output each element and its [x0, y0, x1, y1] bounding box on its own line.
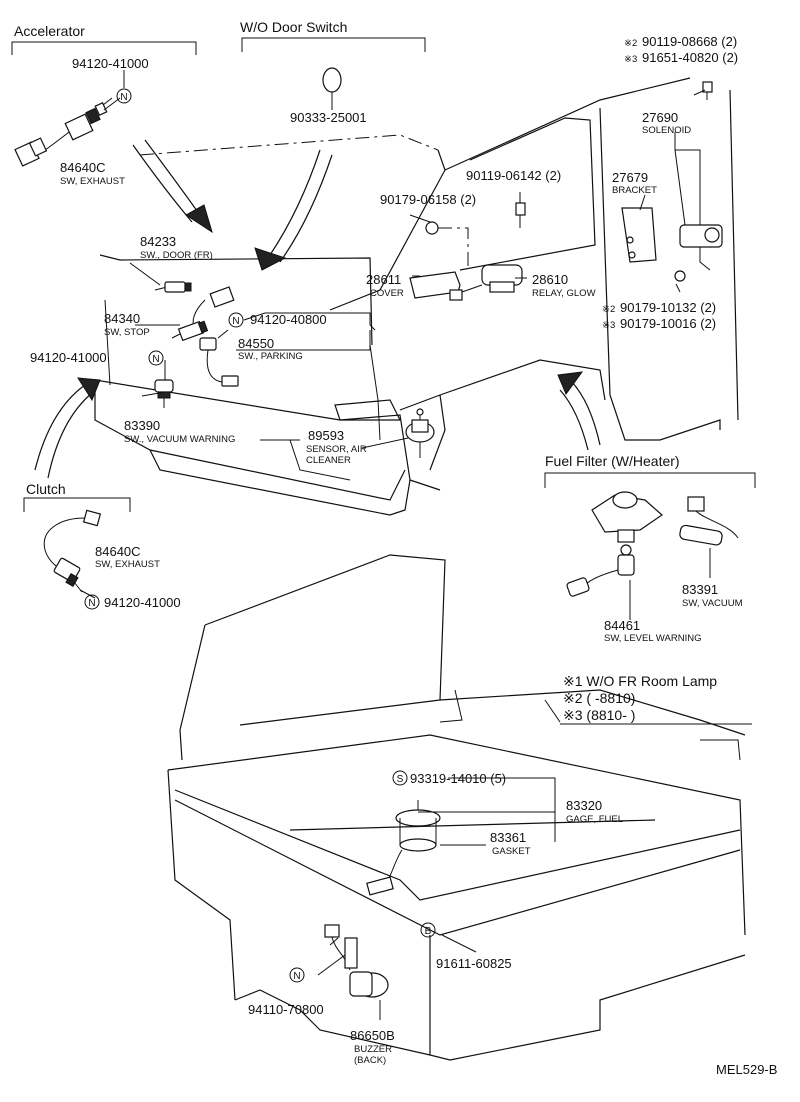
exhaust-switch-accelerator — [14, 97, 113, 167]
door-switch-bracket — [241, 37, 426, 52]
solenoid — [679, 224, 723, 271]
label-84340: 84340 — [104, 311, 140, 326]
label-84461: 84461 — [604, 618, 640, 633]
section-door-switch: W/O Door Switch — [240, 19, 347, 35]
front-bumper — [94, 379, 441, 516]
label-28611: 28611 — [366, 272, 401, 287]
grommet-part — [322, 67, 342, 93]
label-84233: 84233 — [140, 234, 176, 249]
mark-n-1: N — [120, 92, 127, 103]
mark-n-4: N — [88, 598, 95, 609]
label-27679: 27679 — [612, 170, 648, 185]
desc-84233: SW., DOOR (FR) — [140, 250, 213, 261]
solenoid-nut — [674, 270, 686, 282]
ref-3-top: ※3 — [624, 54, 637, 65]
arrows — [34, 139, 601, 479]
label-90179-10016: 90179-10016 (2) — [620, 316, 716, 331]
label-90333-25001: 90333-25001 — [290, 110, 367, 125]
label-86650b: 86650B — [350, 1028, 395, 1043]
mark-s: S — [397, 774, 404, 785]
solenoid-bracket — [621, 207, 657, 263]
label-94120-40800: 94120-40800 — [250, 312, 327, 327]
desc-86650b-b: (BACK) — [354, 1055, 386, 1066]
label-83320: 83320 — [566, 798, 602, 813]
desc-28610: RELAY, GLOW — [532, 288, 596, 299]
label-83390: 83390 — [124, 418, 160, 433]
desc-84550: SW., PARKING — [238, 351, 303, 362]
note-3: ※3 (8810- ) — [563, 707, 635, 723]
mark-n-5: N — [293, 971, 300, 982]
label-94120-41000-top: 94120-41000 — [72, 56, 149, 71]
mark-n-3: N — [152, 354, 159, 365]
ref-2-mid: ※2 — [602, 304, 615, 315]
drawing-code: MEL529-B — [716, 1062, 777, 1077]
relay-nuts — [425, 202, 526, 270]
truck-bed-outline — [167, 554, 746, 1061]
desc-27679: BRACKET — [612, 185, 657, 196]
fuel-filter — [566, 491, 663, 597]
stop-switch — [171, 286, 235, 342]
ref-2-top: ※2 — [624, 38, 637, 49]
desc-89593-a: SENSOR, AIR — [306, 444, 367, 455]
label-91651-40820: 91651-40820 (2) — [642, 50, 738, 65]
note-1: ※1 W/O FR Room Lamp — [563, 673, 717, 689]
label-94120-41000-mid: 94120-41000 — [30, 350, 107, 365]
label-91611-60825: 91611-60825 — [436, 956, 512, 971]
circled-marks: N N N N S B N — [84, 88, 436, 983]
label-84640c-top: 84640C — [60, 160, 106, 175]
label-90179-10132: 90179-10132 (2) — [620, 300, 716, 315]
notes-block: ※1 W/O FR Room Lamp ※2 ( -8810) ※3 (8810… — [560, 673, 752, 725]
accelerator-bracket — [11, 41, 197, 55]
label-27690: 27690 — [642, 110, 678, 125]
parking-switch — [199, 329, 239, 387]
label-83391: 83391 — [682, 582, 718, 597]
mark-b: B — [425, 926, 432, 937]
cab-outline — [99, 77, 739, 471]
label-28610: 28610 — [532, 272, 568, 287]
desc-84640c-clutch: SW, EXHAUST — [95, 559, 160, 570]
desc-89593-b: CLEANER — [306, 455, 351, 466]
desc-27690: SOLENOID — [642, 125, 691, 136]
clutch-bracket — [23, 497, 131, 512]
label-90179-06158: 90179-06158 (2) — [380, 192, 476, 207]
glow-relay — [449, 264, 523, 301]
note-2: ※2 ( -8810) — [563, 690, 635, 706]
leader-lines — [79, 70, 711, 1020]
vacuum-warning-switch — [154, 379, 174, 408]
back-buzzer — [324, 924, 389, 998]
vacuum-switch-fuel — [679, 496, 739, 546]
desc-83391: SW, VACUUM — [682, 598, 743, 609]
desc-84461: SW, LEVEL WARNING — [604, 633, 701, 644]
label-94120-41000-clutch: 94120-41000 — [104, 595, 181, 610]
desc-84640c-top: SW, EXHAUST — [60, 176, 125, 187]
ref-3-mid: ※3 — [602, 320, 615, 331]
mark-n-2: N — [232, 316, 239, 327]
desc-84340: SW, STOP — [104, 327, 150, 338]
desc-28611: COVER — [370, 288, 404, 299]
section-clutch: Clutch — [26, 481, 66, 497]
label-89593: 89593 — [308, 428, 344, 443]
label-94110-70800: 94110-70800 — [248, 1002, 324, 1017]
glow-relay-cover — [409, 271, 461, 299]
desc-83320: GAGE, FUEL — [566, 814, 623, 825]
label-84550: 84550 — [238, 336, 274, 351]
section-accelerator: Accelerator — [14, 23, 85, 39]
solenoid-bolt — [702, 81, 713, 100]
label-93319-14010: 93319-14010 (5) — [410, 771, 506, 786]
fuel-gage — [366, 800, 441, 896]
label-90119-06142: 90119-06142 (2) — [466, 168, 561, 183]
section-fuel-filter: Fuel Filter (W/Heater) — [545, 453, 680, 469]
desc-83361: GASKET — [492, 846, 531, 857]
fuel-filter-bracket — [544, 472, 756, 488]
desc-86650b-a: BUZZER — [354, 1044, 392, 1055]
desc-83390: SW., VACUUM WARNING — [124, 434, 235, 445]
air-cleaner-sensor — [405, 408, 435, 458]
label-84640c-clutch: 84640C — [95, 544, 141, 559]
exhaust-switch-clutch — [43, 509, 102, 593]
door-switch — [154, 281, 192, 293]
label-90119-08668: 90119-08668 (2) — [642, 34, 737, 49]
label-83361: 83361 — [490, 830, 526, 845]
